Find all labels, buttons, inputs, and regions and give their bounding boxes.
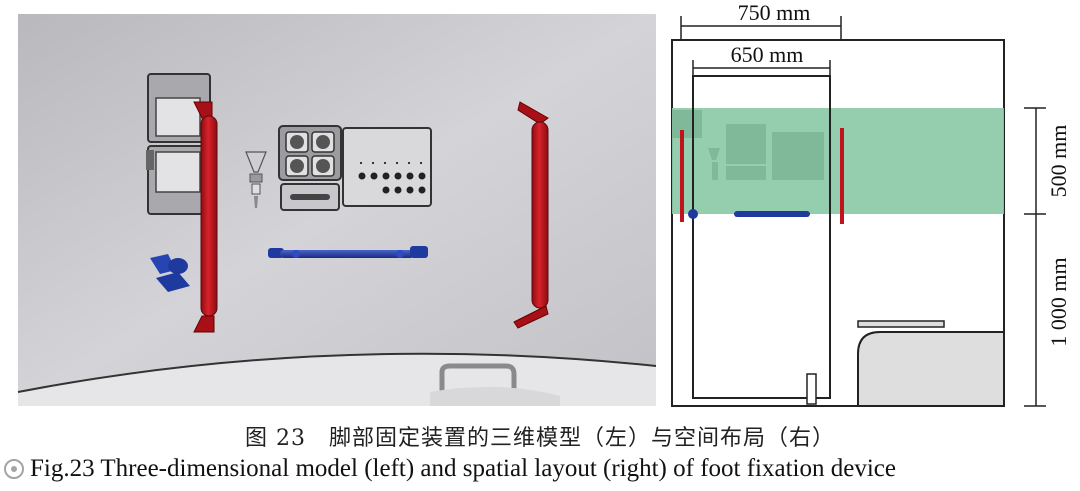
band-object-5 (708, 148, 720, 160)
band-object-1 (672, 110, 702, 138)
cup-holder (278, 125, 342, 211)
figure-svg: 750 mm 650 mm 500 mm 1 000 mm (17, 0, 1071, 407)
dim-650: 650 mm (692, 42, 831, 76)
funnel-nozzle (245, 151, 267, 208)
floor-edge (17, 352, 657, 393)
dim-band-height-label: 500 mm (1046, 125, 1071, 198)
left-handrail (193, 101, 218, 333)
band-object-6 (712, 162, 718, 180)
left-3d-model (17, 14, 657, 406)
control-panel (342, 127, 432, 207)
cabinet-stack (146, 73, 211, 215)
layout-blue-clamp (688, 209, 698, 219)
dim-lower-height-label: 1 000 mm (1046, 257, 1071, 346)
layout-post (806, 373, 817, 405)
right-handrail (513, 101, 549, 329)
layout-left-rail (680, 130, 684, 222)
caption-chinese: 图 23 脚部固定装置的三维模型（左）与空间布局（右） (245, 426, 835, 451)
layout-shelf (857, 320, 945, 328)
blue-bar (268, 246, 428, 258)
band-object-3 (726, 166, 766, 180)
dim-outer-width-label: 750 mm (738, 0, 811, 25)
dim-750: 750 mm (680, 0, 842, 40)
band-object-2 (726, 124, 766, 164)
band-object-4 (772, 132, 824, 180)
right-spatial-layout: 750 mm 650 mm 500 mm 1 000 mm (671, 0, 1071, 407)
layout-green-band (672, 108, 1004, 214)
caption-english: Fig.23 Three-dimensional model (left) an… (30, 455, 896, 482)
floor-ledge (430, 386, 560, 406)
dim-vertical: 500 mm 1 000 mm (1024, 107, 1071, 407)
watermark-logo-icon (2, 456, 152, 482)
layout-fixture (857, 331, 1005, 407)
layout-right-rail (840, 128, 844, 224)
blue-foot-clamp (150, 254, 190, 292)
layout-blue-bar (734, 211, 810, 217)
pipe-fixture (439, 363, 517, 406)
dim-inner-width-label: 650 mm (731, 42, 804, 67)
layout-inner-rect (692, 75, 831, 399)
